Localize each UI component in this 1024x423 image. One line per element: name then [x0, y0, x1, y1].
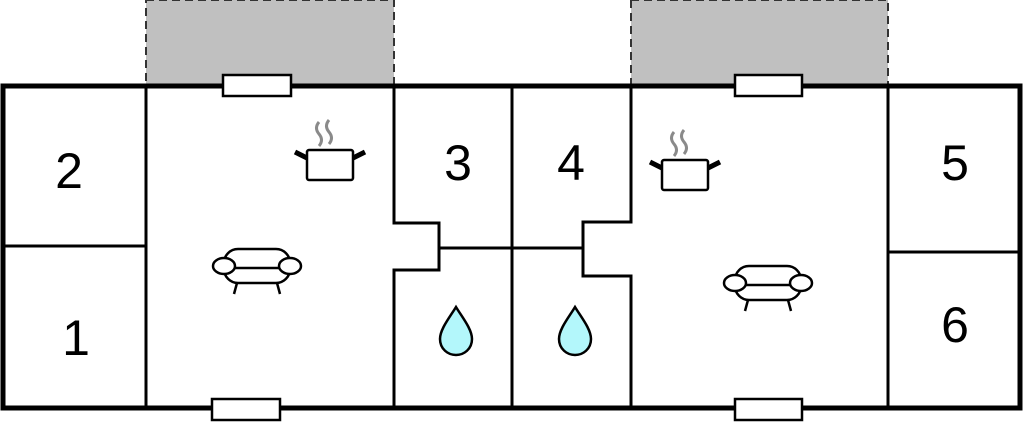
room-label-4: 4 [557, 135, 585, 191]
room-label-5: 5 [941, 135, 969, 191]
window [221, 73, 293, 98]
terrace-right [630, 0, 889, 86]
interior-walls [3, 86, 1020, 408]
room-label-1: 1 [62, 310, 90, 366]
window [733, 397, 804, 422]
room-label-2: 2 [55, 143, 83, 199]
window [210, 397, 282, 422]
window [733, 73, 804, 98]
terrace-left [145, 0, 395, 86]
room-label-3: 3 [444, 135, 472, 191]
room-label-6: 6 [941, 297, 969, 353]
